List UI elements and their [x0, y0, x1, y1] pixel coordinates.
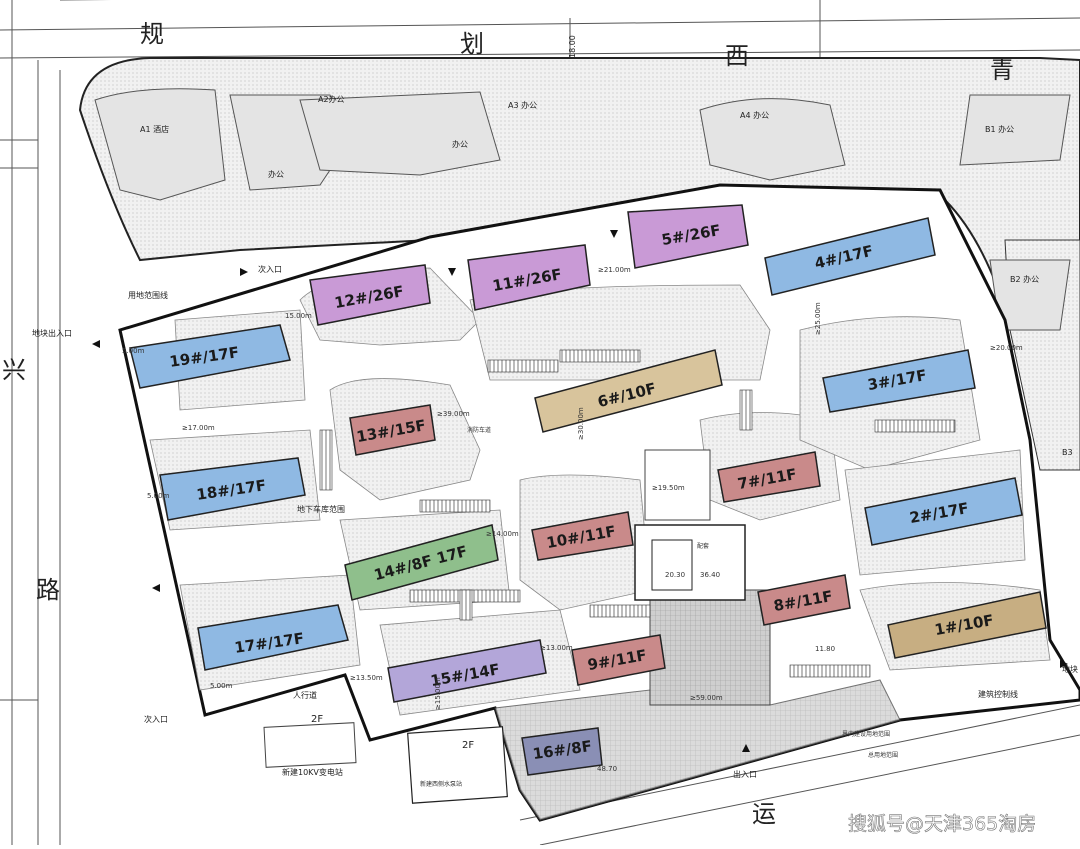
label-2f-b: 2F [462, 740, 474, 751]
label-entrance-s: 出入口 [733, 769, 757, 779]
office-label-1: 办公 [268, 169, 284, 179]
label-dim-2500: ≥25.00m [814, 302, 822, 335]
label-dim-1950: ≥19.50m [652, 484, 685, 492]
label-pump: 新建西侧水泵站 [420, 780, 462, 788]
label-sidewalk: 人行道 [293, 690, 317, 700]
office-a2: A2办公 [318, 94, 345, 104]
label-dim-2100: ≥21.00m [598, 266, 631, 274]
office-b3: B3 [1062, 448, 1073, 457]
road-labels: 规 划 西 青 兴 路 运 18.00 [2, 20, 1014, 828]
building-8: 8#/11F [757, 574, 851, 626]
road-char-4: 青 [990, 56, 1014, 84]
label-dim-3000: ≥30.00m [577, 407, 585, 440]
south-plaza [494, 679, 901, 821]
road-char-5: 兴 [2, 356, 26, 384]
building-1: 1#/10F [887, 591, 1047, 659]
building-5: 5#/26F [627, 204, 749, 269]
label-dim-500c: 5.00m [210, 682, 233, 690]
label-dim-1180: 11.80 [815, 645, 835, 653]
label-substation: 新建10KV变电站 [282, 767, 343, 777]
label-dim-15: 15.00m [285, 312, 312, 320]
label-2f-a: 2F [311, 714, 323, 725]
road-char-2: 划 [460, 30, 484, 58]
label-dim-4870: 48.70 [597, 765, 617, 773]
building-9: 9#/11F [571, 634, 666, 686]
pump-station-box [407, 726, 508, 804]
label-kinder-dim-a: 20.30 [665, 571, 685, 579]
label-dim-1400: ≥14.00m [486, 530, 519, 538]
label-dim-1500: ≥15.00m [434, 677, 442, 710]
office-a3: A3 办公 [508, 100, 537, 110]
building-7: 7#/11F [717, 451, 821, 503]
label-basement-entry-e: 地块 [1062, 664, 1078, 674]
label-build-line: 建筑控制线 [978, 689, 1018, 699]
label-kinder-dim-b: 36.40 [700, 571, 720, 579]
label-site-b: 总用地范围 [868, 751, 898, 759]
building-17: 17#/17F [197, 604, 349, 671]
building-12: 12#/26F [309, 264, 431, 326]
label-dim-1700: ≥17.00m [182, 424, 215, 432]
office-b2: B2 办公 [1010, 274, 1039, 284]
building-13: 13#/15F [349, 404, 436, 456]
building-11: 11#/26F [467, 244, 591, 311]
road-char-3: 西 [725, 42, 749, 70]
entrance-arrows [92, 230, 1068, 752]
label-kindergarten: 配套 [697, 542, 709, 550]
road-width-label: 18.00 [568, 35, 577, 58]
label-dim-1350: ≥13.50m [350, 674, 383, 682]
label-dim-1300: ≥13.00m [540, 644, 573, 652]
office-a4: A4 办公 [740, 110, 769, 120]
building-19: 19#/17F [129, 324, 291, 389]
central-plaza [649, 589, 771, 706]
office-labels: A1 酒店 A2办公 A3 办公 A4 办公 B1 办公 B2 办公 B3 办公… [140, 94, 1073, 457]
label-land-line: 用地范围线 [128, 290, 168, 300]
office-footprints [94, 88, 1071, 331]
building-2: 2#/17F [864, 477, 1023, 546]
label-dim-bottom: ≥59.00m [690, 694, 723, 702]
label-dim-500b: 5.00m [147, 492, 170, 500]
building-16: 16#/8F [521, 727, 603, 776]
label-dim-2000: ≥20.00m [990, 344, 1023, 352]
annotations: 次入口 次入口 出入口 地块出入口 地块 用地范围线 地下车库范围 建筑控制线 … [32, 264, 1078, 788]
label-dim-center: ≥39.00m [437, 410, 470, 418]
watermark: 搜狐号@天津365淘房 [848, 813, 1036, 835]
road-char-6: 路 [36, 576, 60, 604]
label-garage-line: 地下车库范围 [297, 504, 345, 514]
parking-strips [319, 349, 956, 678]
label-fire-road: 消防车道 [467, 426, 491, 434]
road-char-1: 规 [140, 20, 164, 48]
building-3: 3#/17F [822, 349, 976, 413]
court-box [644, 449, 711, 521]
kindergarten-core [651, 539, 693, 591]
label-entrance-sw: 次入口 [144, 714, 168, 724]
substation-box [263, 722, 357, 768]
office-b1: B1 办公 [985, 124, 1014, 134]
building-10: 10#/11F [531, 511, 634, 561]
office-a1: A1 酒店 [140, 124, 169, 134]
building-6: 6#/10F [534, 349, 723, 433]
label-basement-entry: 地块出入口 [32, 328, 72, 338]
building-4: 4#/17F [764, 217, 936, 296]
residential-buildings: 19#/17F 18#/17F 17#/17F 12#/26F 11#/26F … [129, 204, 1047, 776]
office-label-2: 办公 [452, 139, 468, 149]
label-entrance-nw: 次入口 [258, 264, 282, 274]
label-dim-500a: 5.00m [122, 347, 145, 355]
road-char-7: 运 [752, 800, 776, 828]
building-18: 18#/17F [159, 457, 306, 521]
label-site-a: 界内建设用地范围 [842, 730, 890, 738]
building-15: 15#/14F [387, 639, 547, 703]
